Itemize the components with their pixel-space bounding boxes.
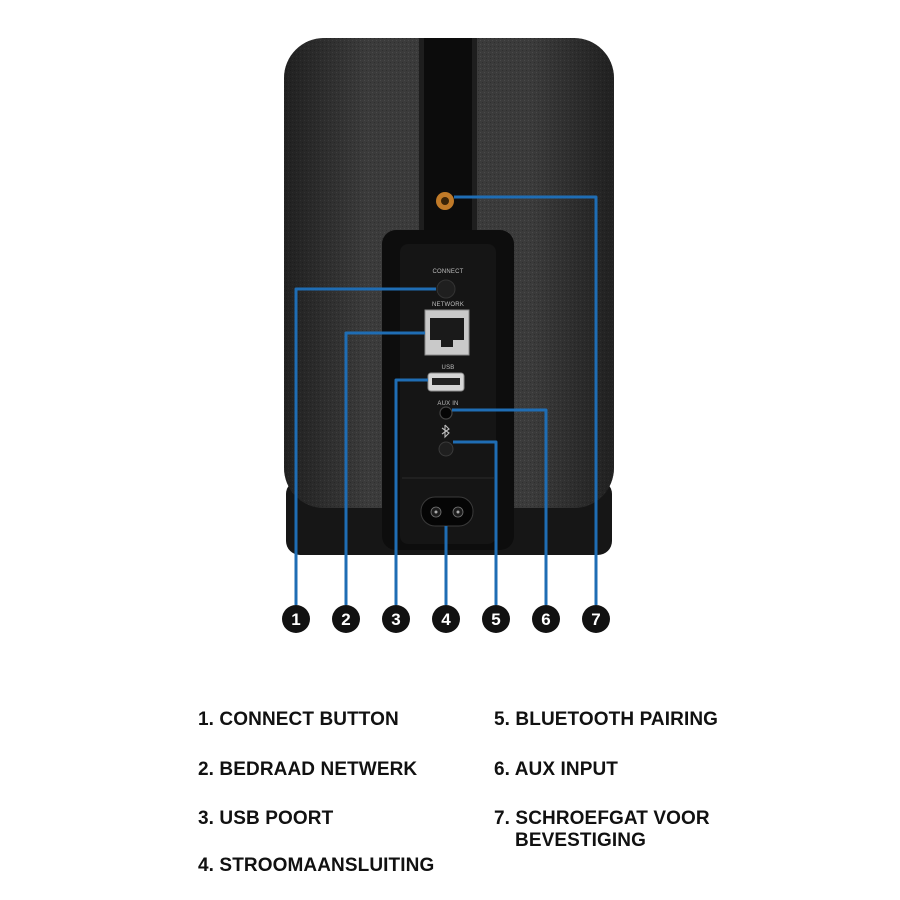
callout-circle-3 [382,605,410,633]
ethernet-port [424,309,470,356]
callout-4: 4 [432,605,460,633]
leader-lines [294,195,598,605]
callout-number-3: 3 [391,610,400,629]
screw-hole-center [441,197,449,205]
callout-circle-5 [482,605,510,633]
connect-label: CONNECT [432,269,463,275]
callout-5: 5 [482,605,510,633]
callout-circle-2 [332,605,360,633]
panel-face [400,244,496,544]
bluetooth-icon [441,424,450,439]
callout-circle-1 [282,605,310,633]
callout-3: 3 [382,605,410,633]
legend-item-2: 2. BEDRAAD NETWERK [198,759,418,780]
leader-line-7 [454,195,598,605]
callout-circle-4 [432,605,460,633]
legend-item-6: 6. AUX INPUT [494,759,619,780]
leader-line-1 [294,287,436,605]
callout-number-1: 1 [291,610,300,629]
legend-item-7-line2: BEVESTIGING [515,830,646,851]
callout-7: 7 [582,605,610,633]
usb-label: USB [442,365,455,371]
leader-line-2 [344,331,425,605]
legend-item-3: 3. USB POORT [198,808,334,829]
leader-line-3 [394,378,428,605]
callout-number-5: 5 [491,610,500,629]
network-label: NETWORK [432,302,464,308]
callout-number-7: 7 [591,610,600,629]
callout-number-4: 4 [441,610,451,629]
aux-jack [439,406,453,420]
callout-number-2: 2 [341,610,350,629]
usb-port [427,372,465,392]
power-inlet [420,496,474,527]
legend-item-5: 5. BLUETOOTH PAIRING [494,709,719,730]
leader-line-5 [453,440,498,605]
callout-number-6: 6 [541,610,550,629]
callout-1: 1 [282,605,310,633]
legend-item-7-line1: 7. SCHROEFGAT VOOR [494,808,710,829]
legend-item-1: 1. CONNECT BUTTON [198,709,399,730]
strip-edge-right [472,38,477,238]
callout-circle-7 [582,605,610,633]
legend-item-7: 7. SCHROEFGAT VOOR BEVESTIGING [494,808,710,852]
connect-button [436,279,456,299]
bluetooth-button [438,441,454,457]
callout-6: 6 [532,605,560,633]
callout-circle-6 [532,605,560,633]
aux-in-label: AUX IN [437,401,458,407]
screw-hole [436,192,454,210]
leader-line-6 [452,408,548,605]
legend-item-4: 4. STROOMAANSLUITING [198,855,435,876]
callout-2: 2 [332,605,360,633]
strip-edge-left [419,38,424,238]
